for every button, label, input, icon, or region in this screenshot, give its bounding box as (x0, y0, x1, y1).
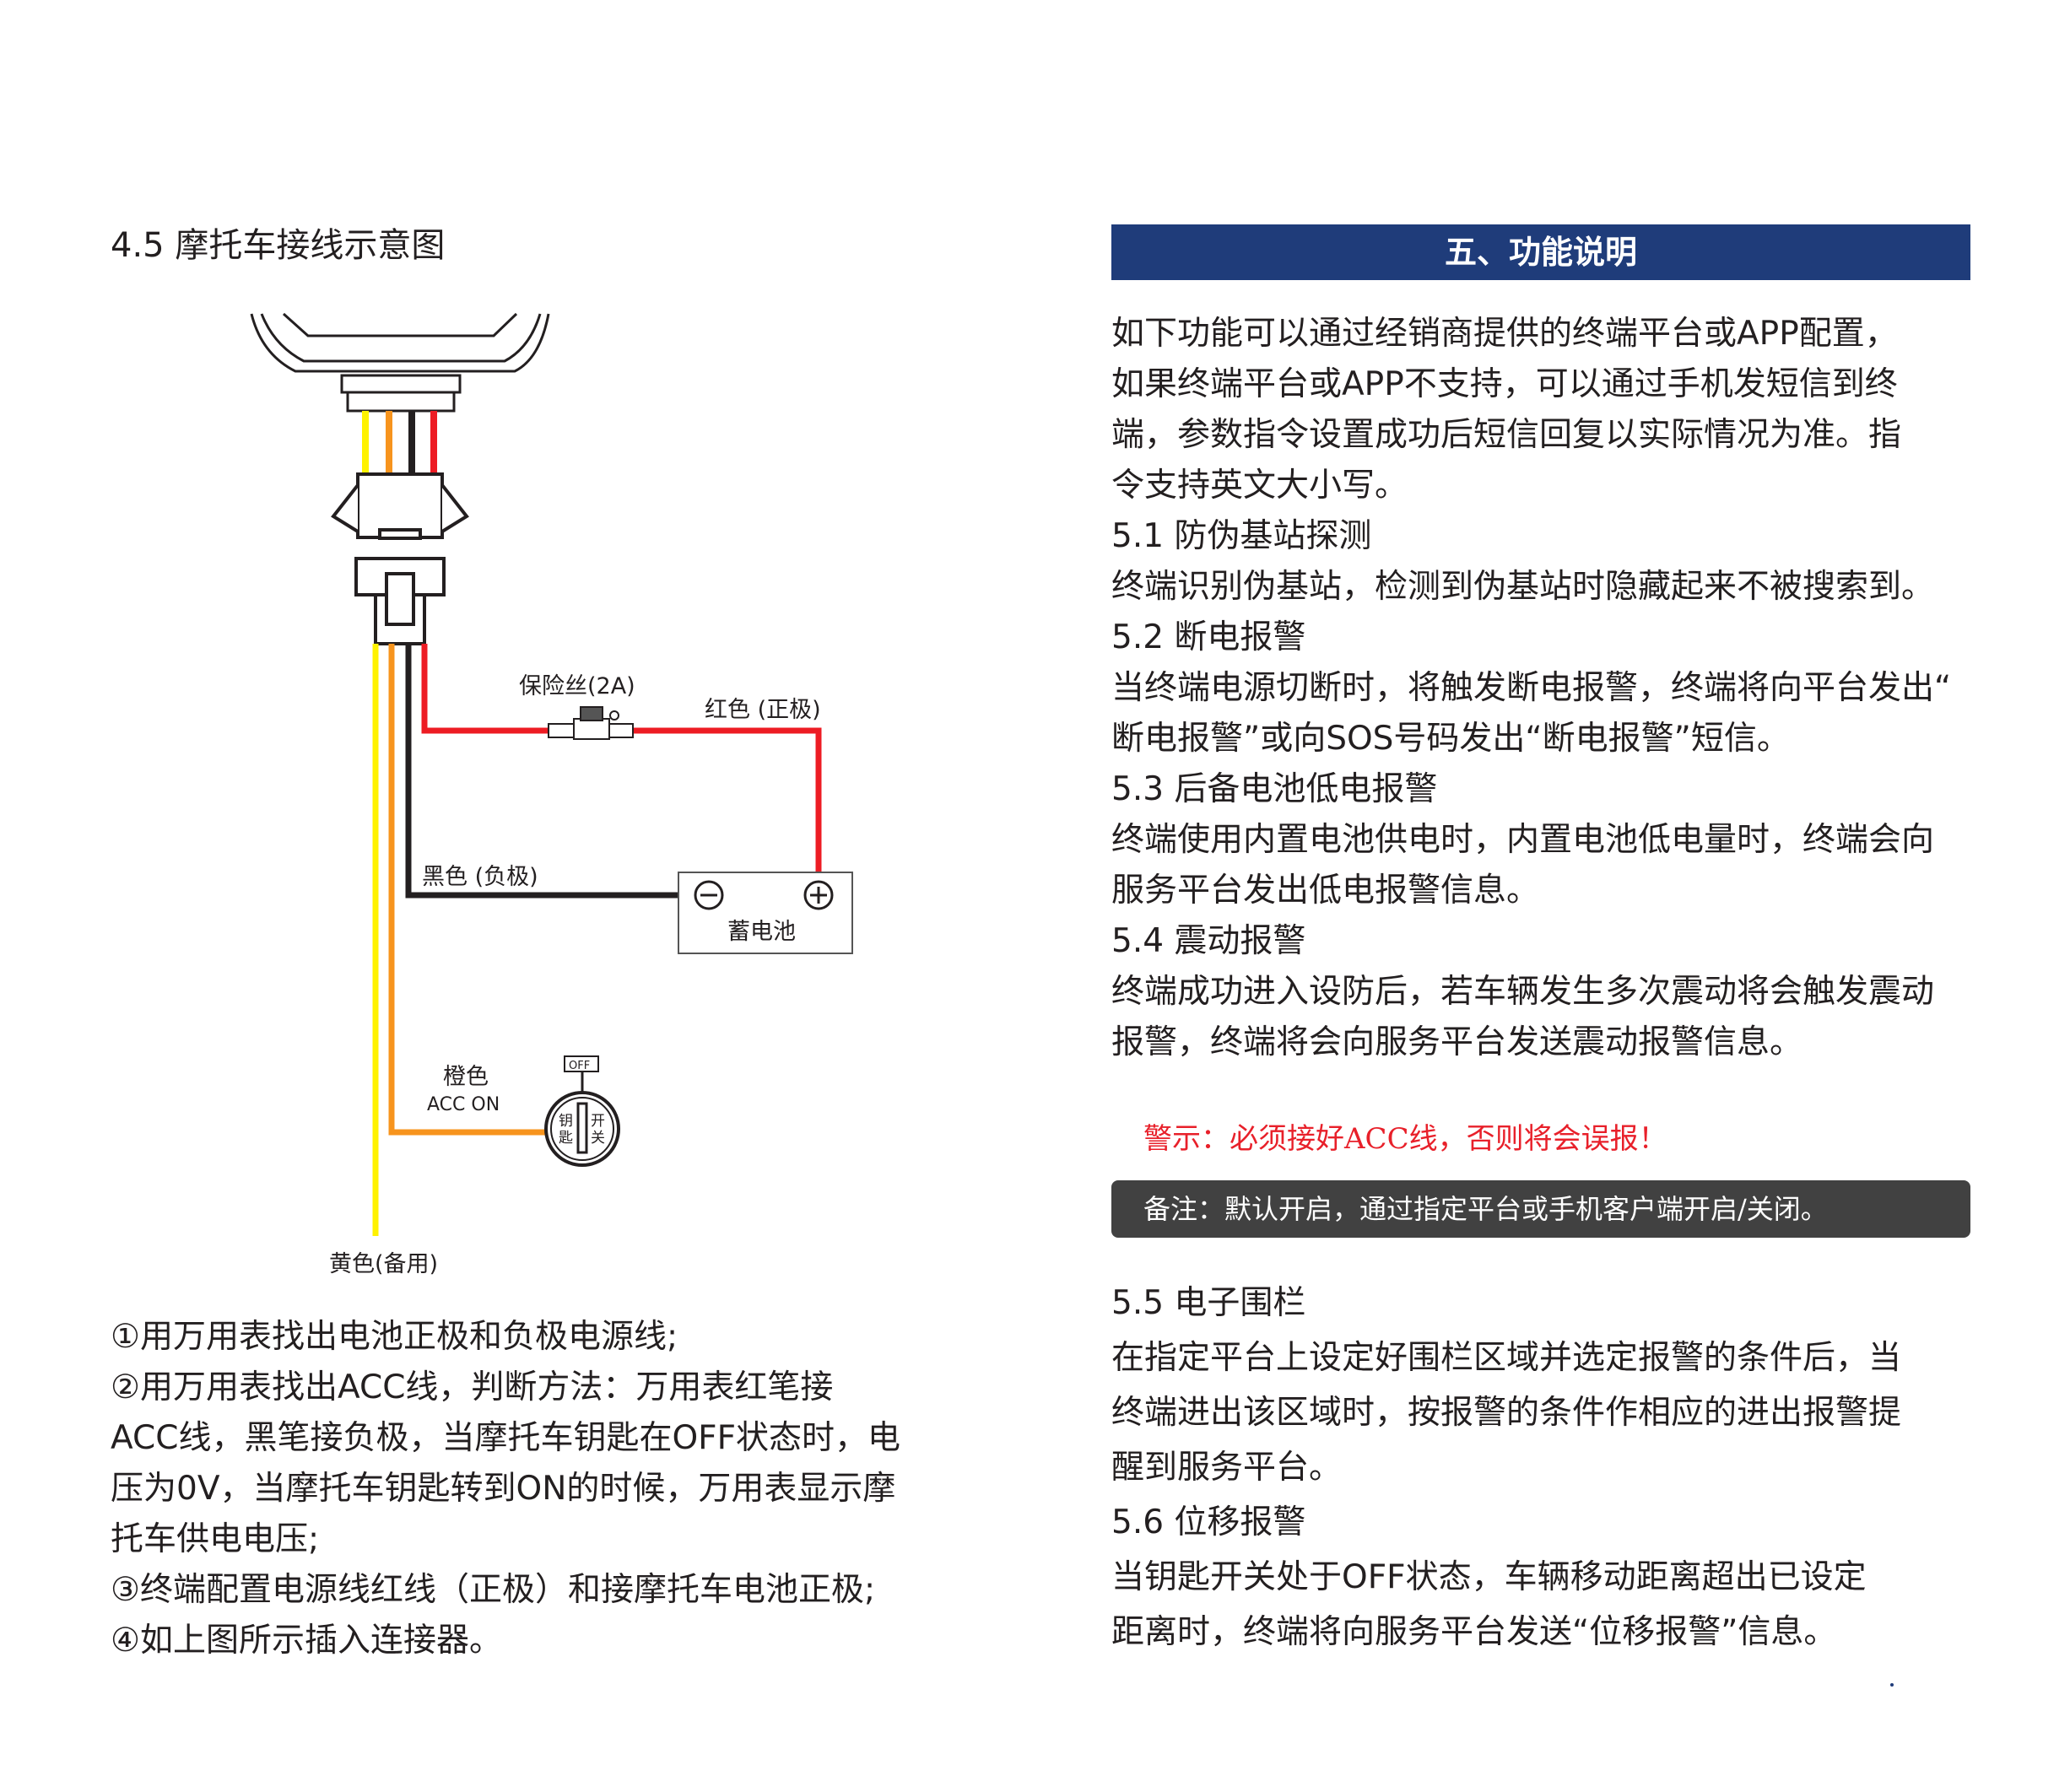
section-5-4-body: 报警，终端将会向服务平台发送震动报警信息。 (1111, 1023, 1803, 1061)
intro-line: 令支持英文大小写。 (1111, 467, 1408, 505)
step-line: 托车供电电压; (111, 1520, 320, 1558)
section-5-1-body: 终端识别伪基站，检测到伪基站时隐藏起来不被搜索到。 (1111, 568, 1935, 606)
section-5-5-title: 5.5 电子围栏 (1111, 1284, 1306, 1322)
section-5-5-body: 醒到服务平台。 (1111, 1449, 1343, 1487)
wires (372, 644, 822, 1236)
intro-line: 如果终端平台或APP不支持，可以通过手机发短信到终 (1111, 365, 1898, 403)
chapter-header: 五、功能说明 (1111, 224, 1970, 280)
fuse-label: 保险丝(2A) (519, 673, 635, 699)
minus-terminal-icon (694, 880, 724, 910)
key-right-label: 开关 (591, 1113, 605, 1147)
section-5-6-body: 当钥匙开关处于OFF状态，车辆移动距离超出已设定 (1111, 1558, 1867, 1596)
intro-line: 如下功能可以通过经销商提供的终端平台或APP配置， (1111, 315, 1898, 353)
key-switch: OFF 钥匙 开关 (544, 1055, 620, 1167)
step-line: ④如上图所示插入连接器。 (111, 1622, 502, 1660)
wiring-diagram: 保险丝(2A) 红色 (正极) 黑色 (负极) 蓄电池 橙色 ACC ON OF… (250, 312, 853, 1277)
feature-list-top: 如下功能可以通过经销商提供的终端平台或APP配置， 如果终端平台或APP不支持，… (1111, 309, 1981, 1068)
device-housing (250, 312, 550, 413)
section-5-2-body: 断电报警”或向SOS号码发出“断电报警”短信。 (1111, 720, 1790, 758)
orange-wire-label: 橙色 (443, 1064, 489, 1090)
section-5-5-body: 终端进出该区域时，按报警的条件作相应的进出报警提 (1111, 1394, 1902, 1432)
page-dot (1890, 1683, 1894, 1687)
section-5-3-body: 终端使用内置电池供电时，内置电池低电量时，终端会向 (1111, 821, 1935, 859)
battery-label: 蓄电池 (727, 919, 796, 945)
section-5-2-body: 当终端电源切断时，将触发断电报警，终端将向平台发出“ (1111, 669, 1952, 707)
step-line: ③终端配置电源线红线（正极）和接摩托车电池正极; (111, 1571, 876, 1609)
step-line: ②用万用表找出ACC线，判断方法：万用表红笔接 (111, 1368, 834, 1406)
section-title: 4.5 摩托车接线示意图 (111, 226, 446, 265)
acc-on-label: ACC ON (427, 1094, 500, 1115)
upper-wires (362, 411, 437, 474)
section-5-5-body: 在指定平台上设定好围栏区域并选定报警的条件后，当 (1111, 1339, 1902, 1377)
instruction-steps: ①用万用表找出电池正极和负极电源线; ②用万用表找出ACC线，判断方法：万用表红… (111, 1312, 988, 1666)
battery: 蓄电池 (678, 872, 853, 954)
black-wire-label: 黑色 (负极) (422, 864, 538, 890)
step-line: ①用万用表找出电池正极和负极电源线; (111, 1318, 678, 1356)
feature-list-bottom: 5.5 电子围栏 在指定平台上设定好围栏区域并选定报警的条件后，当 终端进出该区… (1111, 1276, 1981, 1660)
plus-terminal-icon (803, 880, 834, 910)
section-5-6-body: 距离时，终端将向服务平台发送“位移报警”信息。 (1111, 1613, 1837, 1651)
section-5-4-body: 终端成功进入设防后，若车辆发生多次震动将会触发震动 (1111, 973, 1935, 1011)
intro-line: 端，参数指令设置成功后短信回复以实际情况为准。指 (1111, 416, 1902, 454)
note-box: 备注：默认开启，通过指定平台或手机客户端开启/关闭。 (1111, 1180, 1970, 1238)
warning-text: 警示：必须接好ACC线，否则将会误报！ (1143, 1122, 1667, 1156)
svg-text:OFF: OFF (569, 1060, 590, 1072)
step-line: 压为0V，当摩托车钥匙转到ON的时候，万用表显示摩 (111, 1470, 896, 1508)
section-5-6-title: 5.6 位移报警 (1111, 1503, 1306, 1541)
black-wire (405, 644, 678, 899)
yellow-wire-label: 黄色(备用) (329, 1251, 438, 1277)
section-5-4-title: 5.4 震动报警 (1111, 922, 1306, 960)
section-5-2-title: 5.2 断电报警 (1111, 618, 1306, 656)
section-5-3-body: 服务平台发出低电报警信息。 (1111, 872, 1540, 909)
key-left-label: 钥匙 (559, 1113, 573, 1147)
step-line: ACC线，黑笔接负极，当摩托车钥匙在OFF状态时，电 (111, 1419, 901, 1457)
section-5-1-title: 5.1 防伪基站探测 (1111, 517, 1372, 555)
red-wire-label: 红色 (正极) (705, 697, 821, 723)
orange-wire (388, 644, 545, 1136)
fuse (548, 706, 634, 740)
section-5-3-title: 5.3 后备电池低电报警 (1111, 770, 1438, 808)
connector (331, 472, 469, 645)
